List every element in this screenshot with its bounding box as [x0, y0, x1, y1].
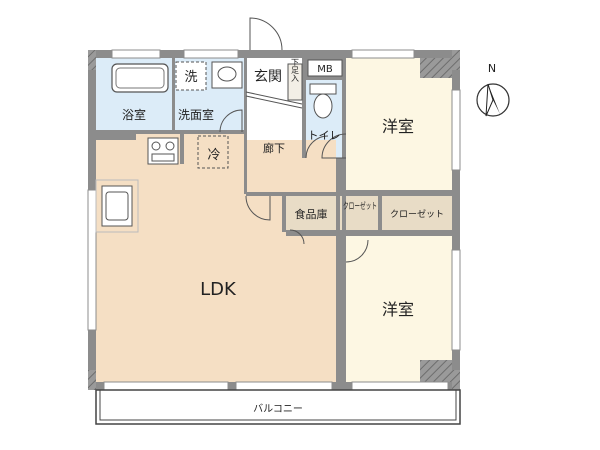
- wall: [244, 58, 247, 194]
- room-label-western-room-1: 洋室: [382, 117, 414, 136]
- closet-1-floor: [340, 196, 380, 230]
- room2-door: [345, 239, 369, 263]
- wall: [286, 230, 452, 236]
- ldk-door: [245, 195, 271, 221]
- balcony-area: [95, 389, 461, 425]
- pantry-floor: [286, 196, 336, 230]
- pillar: [88, 50, 96, 70]
- western-room-1-floor: [346, 58, 452, 190]
- room-label-balcony: バルコニー: [253, 403, 303, 415]
- wall: [172, 58, 175, 132]
- burner: [151, 141, 161, 151]
- bathtub: [111, 63, 169, 93]
- window: [451, 89, 461, 171]
- grill: [151, 153, 175, 162]
- western-room-2-floor: [346, 236, 452, 382]
- compass-north-label: N: [488, 62, 496, 75]
- window: [87, 189, 97, 331]
- wall: [96, 130, 246, 134]
- balcony-rail: [99, 389, 457, 421]
- room-label-closet-2: クローゼット: [390, 208, 444, 220]
- basin-bowl: [217, 66, 237, 82]
- kitchen-counter: [95, 179, 139, 233]
- window: [235, 381, 333, 391]
- wall: [180, 134, 184, 164]
- room-label-fridge: 冷: [207, 148, 220, 163]
- room-label-shoe-box: 下足入: [291, 58, 300, 82]
- washroom-door: [219, 109, 243, 133]
- wash-basin: [211, 61, 243, 89]
- room-label-bath: 浴室: [122, 107, 146, 122]
- meter-box: [307, 59, 343, 77]
- toilet-tank: [309, 83, 337, 95]
- fridge-space: [197, 135, 229, 169]
- window: [183, 49, 239, 59]
- pillar: [88, 370, 96, 390]
- room-label-entrance: 玄関: [254, 68, 282, 85]
- burner: [165, 141, 175, 151]
- room-label-washer: 洗: [184, 70, 197, 85]
- wall: [246, 192, 346, 196]
- wall: [346, 190, 452, 196]
- pillar: [452, 370, 460, 390]
- room-label-toilet: トイレ: [308, 129, 341, 142]
- room-label-western-room-2: 洋室: [382, 300, 414, 319]
- room-label-washroom: 洗面室: [178, 107, 214, 122]
- window: [351, 381, 449, 391]
- toilet-door: [305, 135, 329, 159]
- shoe-box: [287, 63, 303, 101]
- pantry-door: [289, 229, 305, 245]
- wall: [302, 58, 306, 158]
- compass-needle-tail-icon: [485, 83, 494, 117]
- compass-ring: [476, 83, 510, 117]
- wall: [282, 192, 286, 232]
- room1-door: [321, 133, 347, 159]
- ldk-floor: [96, 140, 336, 382]
- washer-space: [175, 61, 207, 91]
- window: [103, 381, 229, 391]
- entrance-door: [249, 17, 283, 51]
- room-label-hallway: 廊下: [263, 141, 285, 155]
- window: [451, 249, 461, 351]
- compass: N: [476, 62, 510, 117]
- window: [351, 49, 415, 59]
- entrance-step: [245, 91, 303, 105]
- pillar: [452, 50, 460, 70]
- wall: [306, 76, 342, 80]
- pillar: [420, 360, 452, 382]
- pillar: [420, 58, 452, 78]
- bathtub-inner: [115, 67, 165, 89]
- room-label-ldk: LDK: [200, 279, 237, 300]
- entrance-step: [245, 95, 303, 109]
- wall: [342, 58, 346, 382]
- room-label-pantry: 食品庫: [295, 207, 328, 221]
- compass-needle-icon: [488, 84, 500, 114]
- room-label-closet-1: クローゼット: [343, 200, 377, 212]
- toilet-bowl: [313, 93, 333, 119]
- window: [111, 49, 161, 59]
- closet-2-floor: [382, 196, 452, 230]
- wall: [378, 196, 382, 230]
- stove: [147, 137, 179, 165]
- room-label-meter-box: MB: [317, 64, 333, 75]
- sink-bowl: [105, 191, 129, 221]
